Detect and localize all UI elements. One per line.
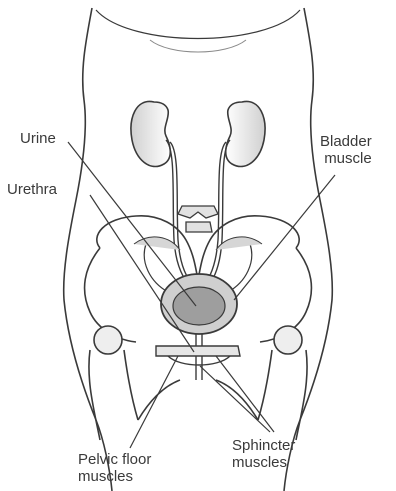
bladder bbox=[161, 274, 237, 334]
left-kidney bbox=[131, 101, 170, 166]
urethra-label: Urethra bbox=[7, 181, 57, 198]
ureters bbox=[166, 140, 230, 292]
hip-joints bbox=[89, 326, 307, 440]
right-kidney bbox=[226, 101, 265, 166]
bladder-muscle-label: Bladder muscle bbox=[320, 133, 372, 167]
pelvic-floor-leader-line bbox=[130, 356, 178, 448]
pelvic-floor bbox=[156, 346, 240, 365]
sphincter-muscles-label: Sphincter muscles bbox=[232, 437, 295, 471]
spine bbox=[178, 206, 218, 232]
torso-outline bbox=[64, 8, 333, 491]
urethra bbox=[196, 334, 202, 380]
urine-label: Urine bbox=[20, 130, 56, 147]
sphincter-leader-line-1 bbox=[200, 366, 270, 432]
pelvic-floor-muscles-label: Pelvic floor muscles bbox=[78, 451, 151, 485]
